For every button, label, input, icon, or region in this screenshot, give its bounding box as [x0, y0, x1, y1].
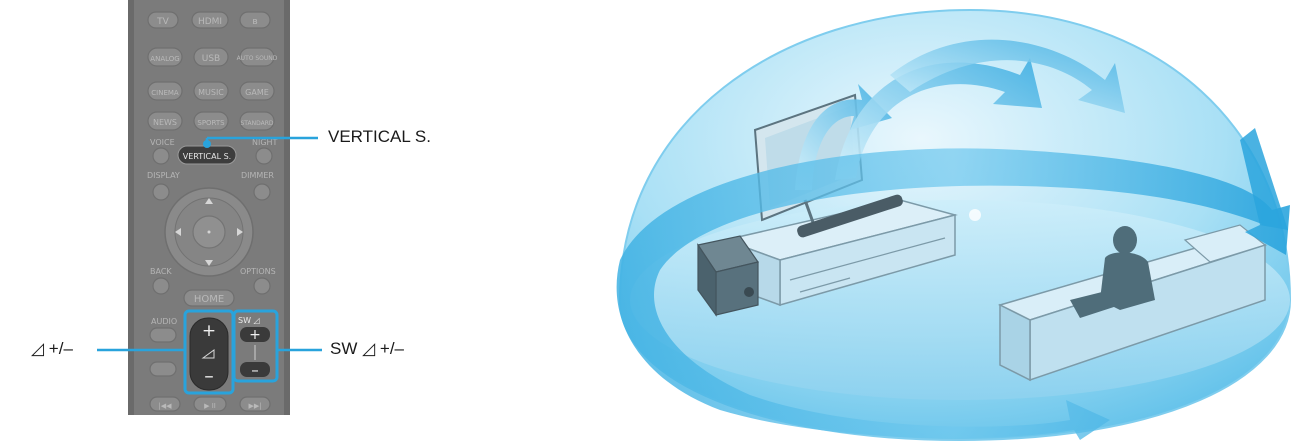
svg-text:AUTO SOUND: AUTO SOUND — [237, 55, 278, 62]
svg-text:USB: USB — [202, 54, 220, 64]
svg-text:AUDIO: AUDIO — [151, 317, 177, 326]
svg-text:DISPLAY: DISPLAY — [147, 171, 180, 180]
remote-row-input: TV HDMI ʙ — [148, 12, 270, 28]
svg-text:HOME: HOME — [194, 294, 224, 305]
svg-text:▶▶|: ▶▶| — [248, 402, 261, 410]
svg-text:–: – — [251, 361, 259, 379]
svg-text:+: + — [202, 321, 216, 341]
svg-text:HDMI: HDMI — [198, 17, 222, 27]
svg-text:DIMMER: DIMMER — [241, 171, 274, 180]
svg-text:VERTICAL S.: VERTICAL S. — [183, 152, 231, 161]
svg-text:+: + — [249, 327, 261, 343]
remote-row-sound-modes-2: NEWS SPORTS STANDARD — [148, 112, 274, 130]
transport-controls: |◀◀ ▶ II ▶▶| — [150, 397, 270, 411]
svg-text:TV: TV — [156, 17, 169, 27]
svg-text:–: – — [204, 365, 214, 387]
svg-text:SPORTS: SPORTS — [197, 119, 225, 127]
svg-text:CINEMA: CINEMA — [151, 89, 179, 97]
svg-text:ʙ: ʙ — [252, 17, 257, 27]
svg-text:OPTIONS: OPTIONS — [240, 267, 276, 276]
callout-sw-volume: SW ◿ +/– — [330, 339, 404, 359]
svg-text:ANALOG: ANALOG — [150, 55, 179, 63]
remote-row-sound-modes: CINEMA MUSIC GAME — [148, 82, 274, 100]
svg-text:NEWS: NEWS — [153, 118, 177, 127]
remote-row-source: ANALOG USB AUTO SOUND — [148, 48, 278, 66]
callout-vertical-s: VERTICAL S. — [328, 127, 431, 147]
svg-text:▶ II: ▶ II — [204, 402, 216, 410]
callout-volume: ◿ +/– — [31, 339, 73, 359]
svg-text:VOICE: VOICE — [150, 138, 175, 147]
svg-text:NIGHT: NIGHT — [252, 138, 278, 147]
surround-dome-illustration — [600, 0, 1291, 445]
svg-text:MUSIC: MUSIC — [198, 88, 224, 97]
svg-text:SW ◿: SW ◿ — [238, 316, 260, 325]
remote-control-illustration: TV HDMI ʙ ANALOG USB AUTO SOUND CINEMA M… — [0, 0, 600, 445]
svg-text:BACK: BACK — [150, 267, 172, 276]
navigation-pad[interactable] — [165, 188, 253, 276]
svg-text:GAME: GAME — [245, 88, 269, 97]
svg-text:|◀◀: |◀◀ — [158, 402, 172, 410]
svg-text:STANDARD: STANDARD — [240, 120, 273, 127]
